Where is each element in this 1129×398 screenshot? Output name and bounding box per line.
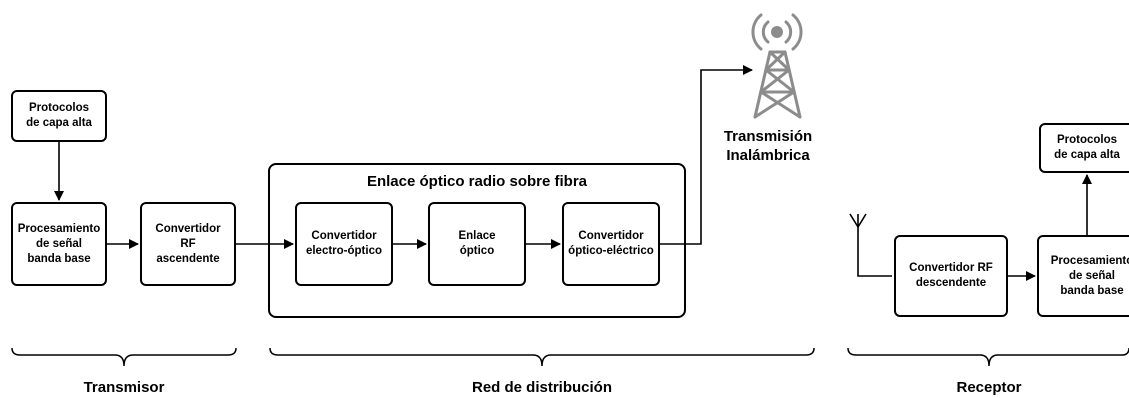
- rf-upconverter-box: Convertidor RF ascendente: [140, 202, 236, 286]
- section-transmitter-label: Transmisor: [83, 379, 165, 396]
- tower-icon: [751, 13, 803, 119]
- eo-converter-label: Convertidor electro-óptico: [305, 230, 383, 257]
- antenna-icon: [849, 213, 867, 229]
- rof-link-title: Enlace óptico radio sobre fibra: [366, 173, 588, 190]
- brace-receiver: [847, 347, 1129, 367]
- arrow-oe-to-tower: [660, 65, 753, 245]
- tx-protocols-box: Protocolos de capa alta: [11, 90, 107, 142]
- rf-downconverter-box: Convertidor RF descendente: [894, 235, 1008, 317]
- optical-link-label: Enlace óptico: [458, 230, 496, 257]
- wireless-transmission-label: Transmisión Inalámbrica: [723, 128, 813, 164]
- brace-transmitter: [11, 347, 237, 367]
- rf-upconverter-label: Convertidor RF ascendente: [155, 222, 221, 265]
- rx-protocols-box: Protocolos de capa alta: [1039, 123, 1129, 173]
- rof-link-group: Enlace óptico radio sobre fibra: [268, 163, 686, 318]
- rx-baseband-label: Procesamiento de señal banda base: [1050, 254, 1129, 297]
- rx-baseband-box: Procesamiento de señal banda base: [1037, 235, 1129, 317]
- rf-downconverter-label: Convertidor RF descendente: [909, 262, 993, 289]
- line-antenna-to-rf-down: [857, 225, 892, 277]
- tx-baseband-label: Procesamiento de señal banda base: [17, 222, 101, 265]
- tx-baseband-box: Procesamiento de señal banda base: [11, 202, 107, 286]
- optical-link-box: Enlace óptico: [428, 202, 526, 286]
- section-receiver-label: Receptor: [956, 379, 1022, 396]
- section-network-label: Red de distribución: [471, 379, 612, 396]
- oe-converter-box: Convertidor óptico-eléctrico: [562, 202, 660, 286]
- rx-protocols-label: Protocolos de capa alta: [1054, 134, 1120, 161]
- tx-protocols-label: Protocolos de capa alta: [26, 102, 92, 129]
- oe-converter-label: Convertidor óptico-eléctrico: [568, 230, 654, 257]
- eo-converter-box: Convertidor electro-óptico: [295, 202, 393, 286]
- brace-network: [269, 347, 815, 367]
